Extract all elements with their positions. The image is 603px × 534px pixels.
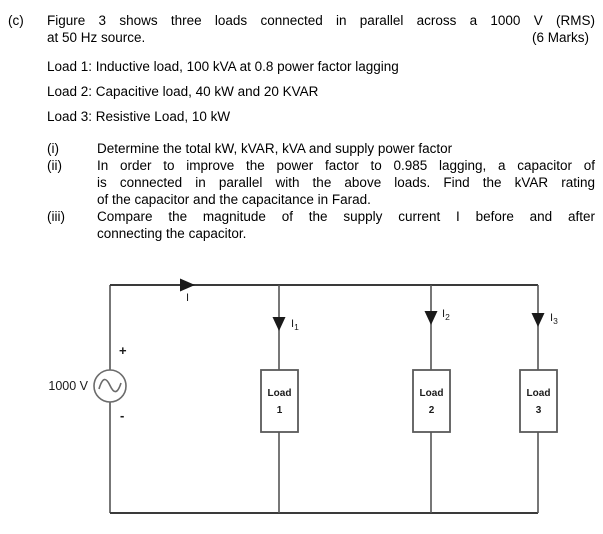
load-1-box (260, 369, 299, 433)
supply-current-label: I (186, 292, 189, 304)
source-minus-sign: - (120, 408, 124, 423)
part-ii-line-3: of the capacitor and the capacitance in … (97, 192, 371, 207)
part-iii-line-1: Compare the magnitude of the supply curr… (97, 209, 595, 224)
question-part-iii: (iii) Compare the magnitude of the suppl… (0, 208, 603, 242)
branch-2-current-label: I2 (442, 308, 450, 322)
circuit-diagram: I 1000 V + - I1 Load 1 I2 Load 2 I3 Load… (0, 265, 603, 534)
load-2-label-line1: Load (420, 388, 444, 399)
source-plus-sign: + (119, 343, 127, 358)
load-1-label-line2: 1 (277, 405, 283, 416)
load-spec-3: Load 3: Resistive Load, 10 kW (47, 109, 231, 124)
question-part-ii: (ii) In order to improve the power facto… (0, 157, 603, 208)
question-part-i: (i) Determine the total kW, kVAR, kVA an… (0, 140, 603, 157)
part-ii-line-2: is connected in parallel with the above … (97, 175, 595, 190)
marks-label: (6 Marks) (532, 30, 589, 45)
part-i-line-1: Determine the total kW, kVAR, kVA and su… (97, 141, 453, 156)
source-voltage-label: 1000 V (48, 379, 88, 393)
load-spec-1: Load 1: Inductive load, 100 kVA at 0.8 p… (47, 59, 399, 74)
load-1-label-line1: Load (268, 388, 292, 399)
load-2-box (412, 369, 451, 433)
part-numeral-ii: (ii) (47, 158, 62, 173)
part-text-iii: Compare the magnitude of the supply curr… (97, 208, 595, 242)
branch-1-current-label: I1 (291, 318, 299, 332)
branch-3-current-label: I3 (550, 312, 558, 326)
branch-1-current-arrow-icon (272, 317, 286, 331)
supply-current-arrow-icon (180, 278, 195, 292)
load-3-box (519, 369, 558, 433)
part-iii-line-2: connecting the capacitor. (97, 226, 247, 241)
load-2-label-line2: 2 (429, 405, 435, 416)
load-spec-2: Load 2: Capacitive load, 40 kW and 20 KV… (47, 84, 319, 99)
part-text-i: Determine the total kW, kVAR, kVA and su… (97, 140, 595, 157)
part-ii-line-1: In order to improve the power factor to … (97, 158, 595, 173)
load-3-label-line1: Load (527, 388, 551, 399)
question-intro: (c) Figure 3 shows three loads connected… (0, 12, 603, 46)
part-text-ii: In order to improve the power factor to … (97, 157, 595, 208)
intro-line-2: at 50 Hz source. (47, 30, 146, 45)
intro-line-2-wrapper: at 50 Hz source. (6 Marks) (47, 29, 595, 46)
branch-2-current-arrow-icon (424, 311, 438, 325)
part-numeral-i: (i) (47, 141, 59, 156)
intro-line-1: Figure 3 shows three loads connected in … (47, 13, 595, 28)
branch-3-current-arrow-icon (531, 313, 545, 327)
sine-wave-icon (98, 378, 122, 393)
question-intro-body: Figure 3 shows three loads connected in … (47, 12, 595, 46)
part-numeral-iii: (iii) (47, 209, 65, 224)
load-3-label-line2: 3 (536, 405, 542, 416)
question-label: (c) (8, 13, 24, 28)
question-parts-list: (i) Determine the total kW, kVAR, kVA an… (0, 140, 603, 242)
